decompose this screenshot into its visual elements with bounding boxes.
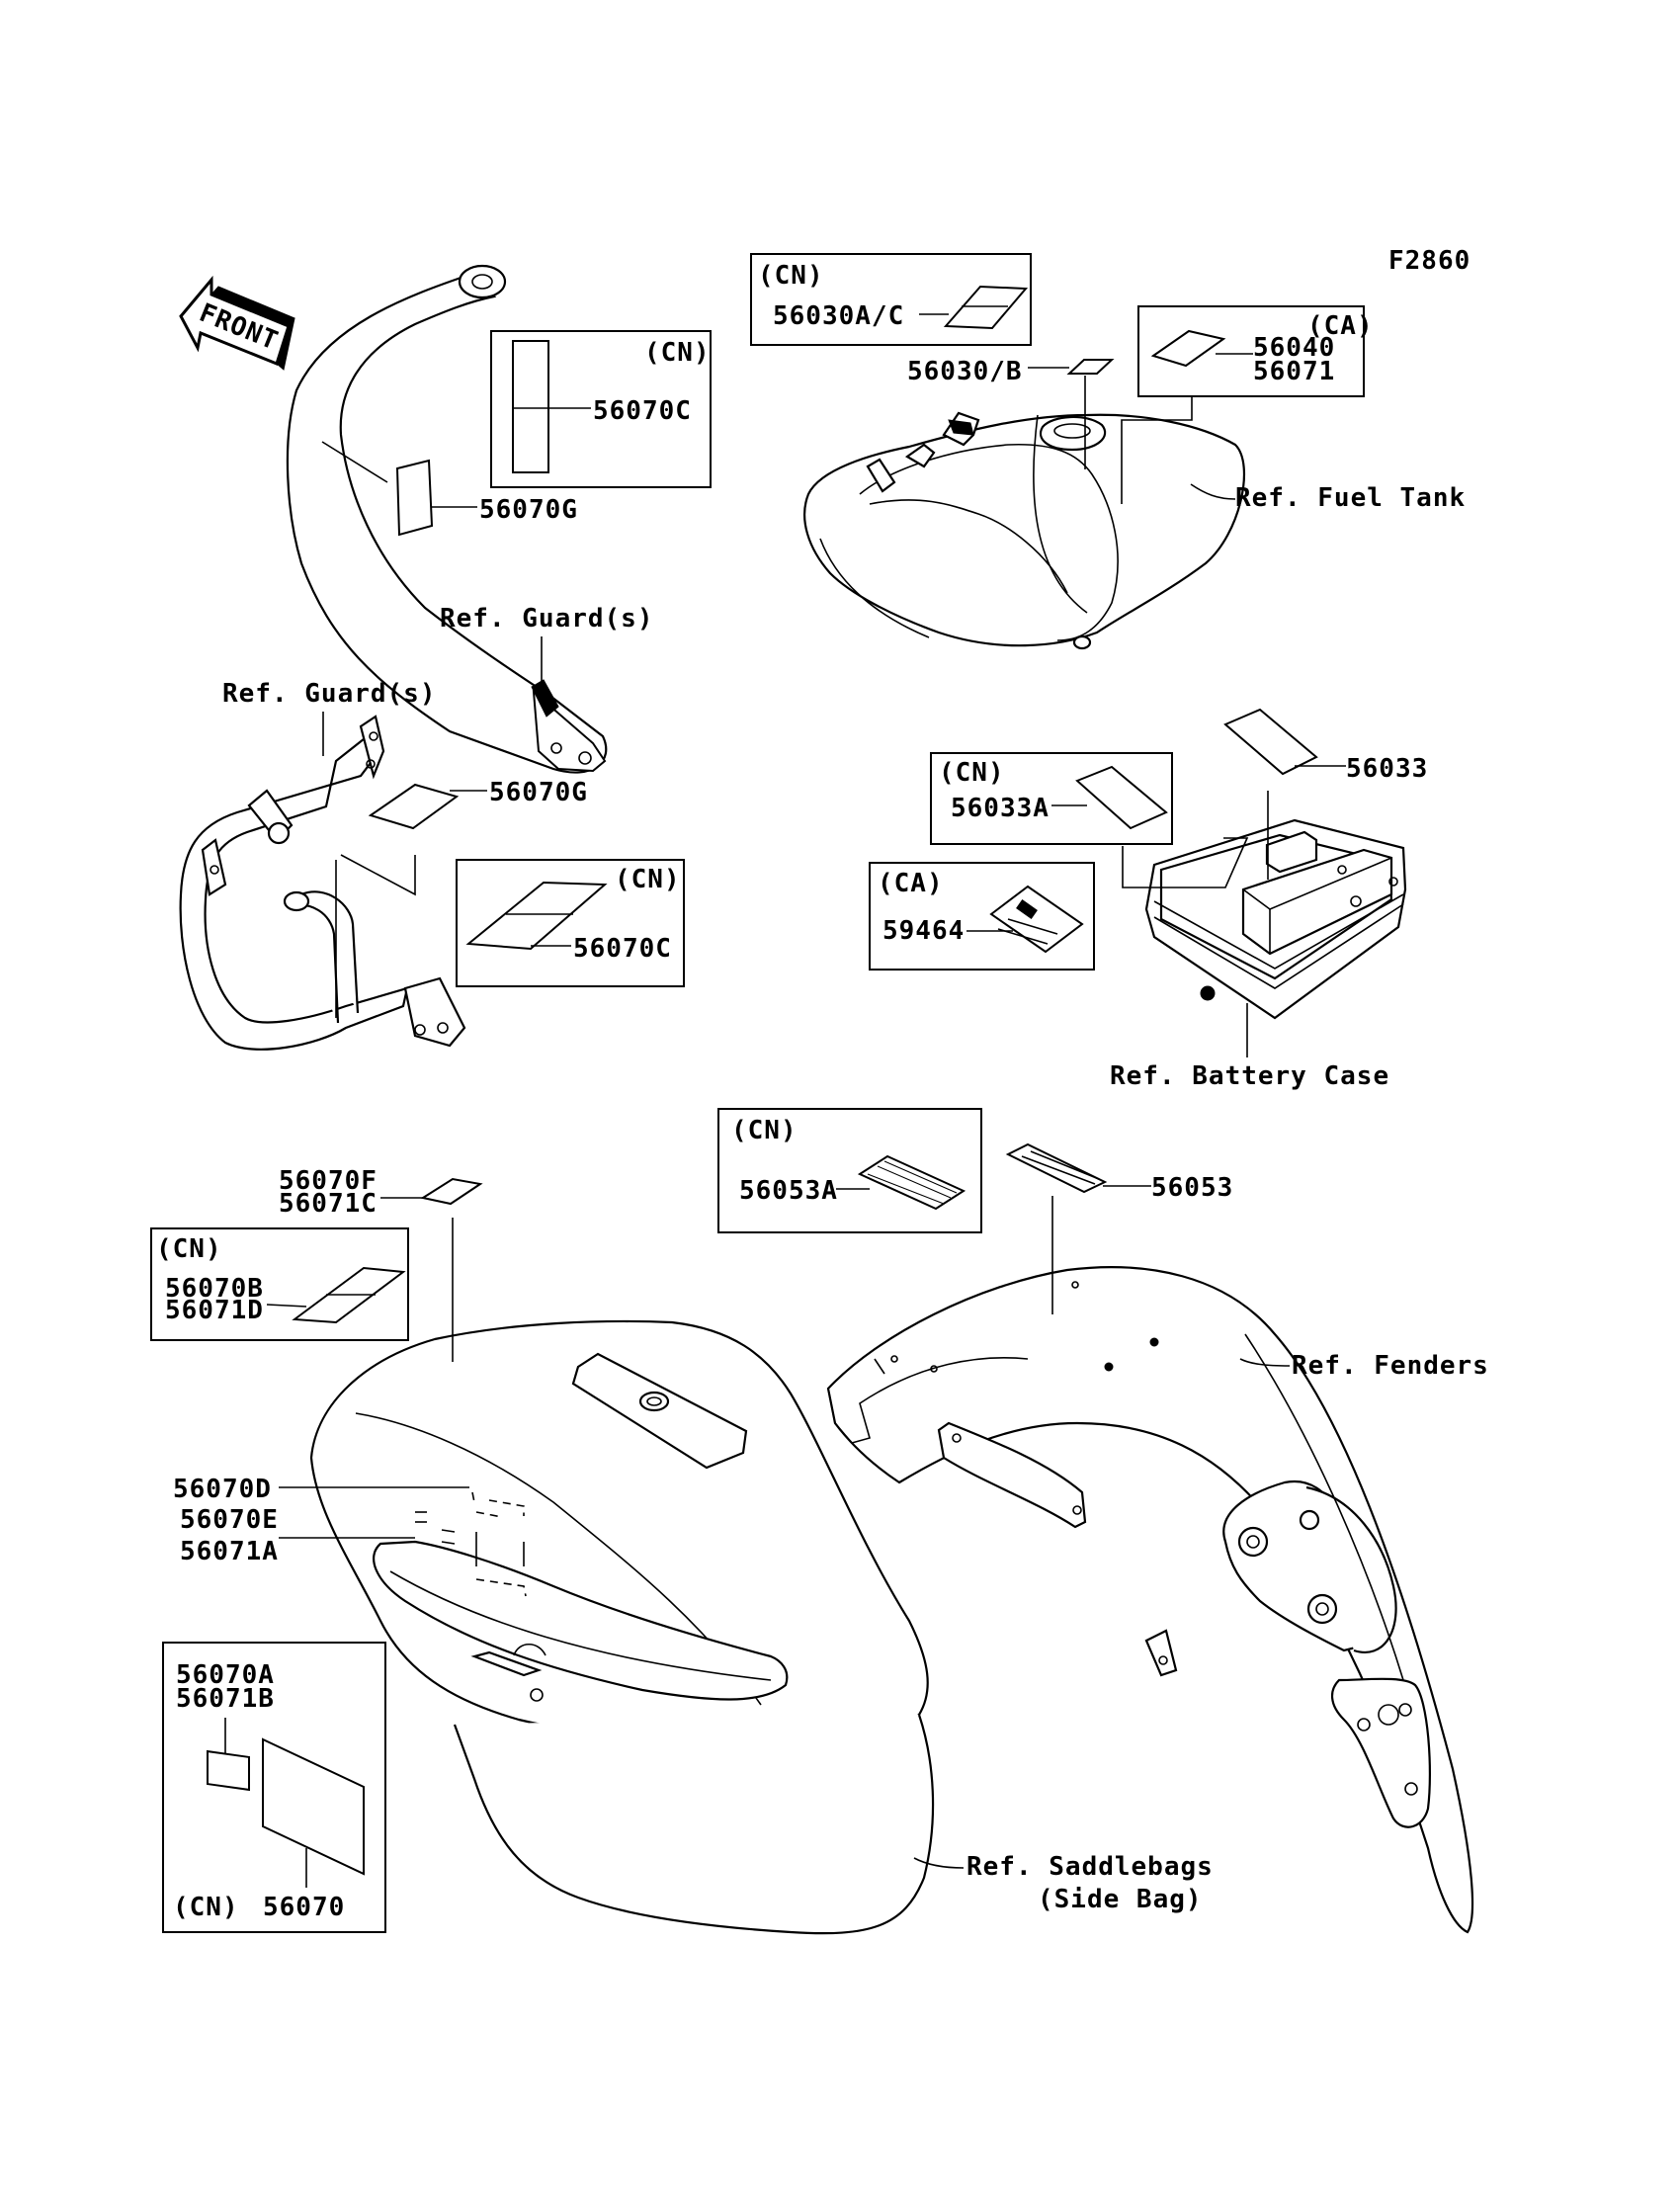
label-56070a: 56070A <box>176 1660 275 1690</box>
decal-56030b <box>1066 359 1115 375</box>
decal-56070 <box>262 1737 365 1876</box>
label-cn-fenders: (CN) <box>731 1116 798 1145</box>
label-cn-saddlebag-bottom: (CN) <box>173 1893 239 1922</box>
box-cn-battery <box>930 752 1173 845</box>
label-cn-saddlebag-top: (CN) <box>156 1234 222 1264</box>
decal-56033 <box>1223 708 1318 776</box>
decal-56053a <box>857 1154 966 1211</box>
figure-code: F2860 <box>1388 246 1470 276</box>
label-56071c: 56071C <box>279 1189 378 1219</box>
label-56071b: 56071B <box>176 1684 275 1714</box>
label-ref-saddlebags: Ref. Saddlebags <box>966 1852 1214 1882</box>
decal-56053 <box>1005 1142 1108 1194</box>
saddlebag-illustration <box>309 1319 935 1935</box>
box-cn-fuel-tank <box>750 253 1032 346</box>
label-56071a: 56071A <box>180 1537 279 1566</box>
label-ref-fuel-tank: Ref. Fuel Tank <box>1235 483 1466 513</box>
label-56070e: 56070E <box>180 1505 279 1535</box>
box-ca-battery <box>869 862 1095 971</box>
decal-56030a-c <box>943 285 1029 330</box>
box-cn-guard-lower <box>456 859 685 987</box>
label-ref-side-bag: (Side Bag) <box>1038 1885 1203 1914</box>
front-arrow-icon: FRONT <box>179 275 295 371</box>
label-ref-battery-case: Ref. Battery Case <box>1110 1061 1389 1091</box>
label-56030a-c: 56030A/C <box>773 301 904 331</box>
decal-56070a-56071b <box>207 1749 250 1792</box>
label-cn-fuel-tank: (CN) <box>758 261 824 291</box>
decal-56070e <box>415 1511 456 1545</box>
decal-56033a <box>1075 765 1168 830</box>
label-56070: 56070 <box>263 1893 345 1922</box>
box-cn-saddlebag-bottom <box>162 1642 386 1933</box>
label-56070f: 56070F <box>279 1166 378 1196</box>
label-59464: 59464 <box>882 916 965 946</box>
label-56033: 56033 <box>1346 754 1428 784</box>
decal-56070f-56071c <box>420 1177 483 1206</box>
decal-56070g-upper <box>395 459 434 537</box>
fender-illustration <box>826 1266 1474 1934</box>
fuel-tank-illustration <box>803 411 1246 650</box>
box-cn-saddlebag-top <box>150 1227 409 1341</box>
label-ref-fenders: Ref. Fenders <box>1292 1351 1489 1381</box>
label-56071: 56071 <box>1253 357 1335 386</box>
label-cn-guard-lower: (CN) <box>615 865 681 894</box>
decal-56070g-lower <box>368 783 460 830</box>
upper-guard-illustration <box>286 264 608 774</box>
label-56071d: 56071D <box>165 1296 264 1325</box>
label-56040: 56040 <box>1253 333 1335 363</box>
decal-56040-56071 <box>1150 329 1226 368</box>
label-56070g-lower: 56070G <box>489 778 588 807</box>
decal-56070c-lower <box>465 881 608 951</box>
label-cn-guard-upper: (CN) <box>644 338 711 368</box>
label-56070c-lower: 56070C <box>573 934 672 964</box>
label-56070c-upper: 56070C <box>593 396 692 426</box>
label-56053: 56053 <box>1151 1173 1233 1203</box>
box-cn-fenders <box>717 1108 982 1233</box>
label-56053a: 56053A <box>739 1176 838 1206</box>
battery-case-illustration <box>1144 818 1407 1020</box>
box-ca-fuel-tank <box>1137 305 1365 397</box>
decal-56070d <box>471 1491 527 1597</box>
decal-59464 <box>989 885 1084 954</box>
label-cn-battery: (CN) <box>939 758 1005 788</box>
label-56030b: 56030/B <box>907 357 1023 386</box>
label-ca-fuel-tank: (CA) <box>1307 311 1374 341</box>
label-ref-guard-upper: Ref. Guard(s) <box>440 604 654 634</box>
label-56070g-upper: 56070G <box>479 495 578 525</box>
label-56070b: 56070B <box>165 1274 264 1304</box>
label-ref-guard-lower: Ref. Guard(s) <box>222 679 437 709</box>
label-56070d: 56070D <box>173 1475 272 1504</box>
decal-56070c-upper <box>512 340 549 473</box>
lower-guard-illustration <box>179 715 466 1051</box>
label-ca-battery: (CA) <box>878 869 944 898</box>
label-56033a: 56033A <box>951 794 1050 823</box>
box-cn-guard-upper <box>490 330 712 488</box>
